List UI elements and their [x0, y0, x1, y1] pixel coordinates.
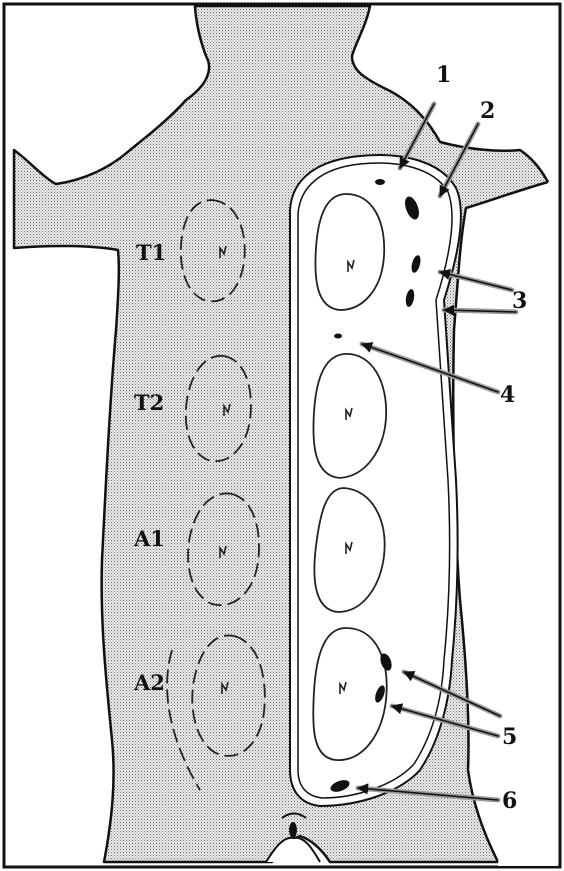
callout-label-2: 2 [480, 98, 495, 124]
callout-label-6: 6 [502, 788, 517, 814]
lesion-4 [334, 334, 342, 339]
site-label-t1: T1 [136, 240, 166, 265]
callout-label-3: 3 [512, 288, 527, 314]
callout-label-4: 4 [500, 382, 515, 408]
site-label-a1: A1 [133, 526, 165, 551]
lesion-1 [375, 179, 385, 185]
site-label-t2: T2 [134, 390, 164, 415]
callout-label-1: 1 [436, 62, 451, 88]
callout-label-5: 5 [502, 724, 517, 750]
arrow-3b [444, 310, 516, 312]
site-label-a2: A2 [133, 670, 165, 695]
